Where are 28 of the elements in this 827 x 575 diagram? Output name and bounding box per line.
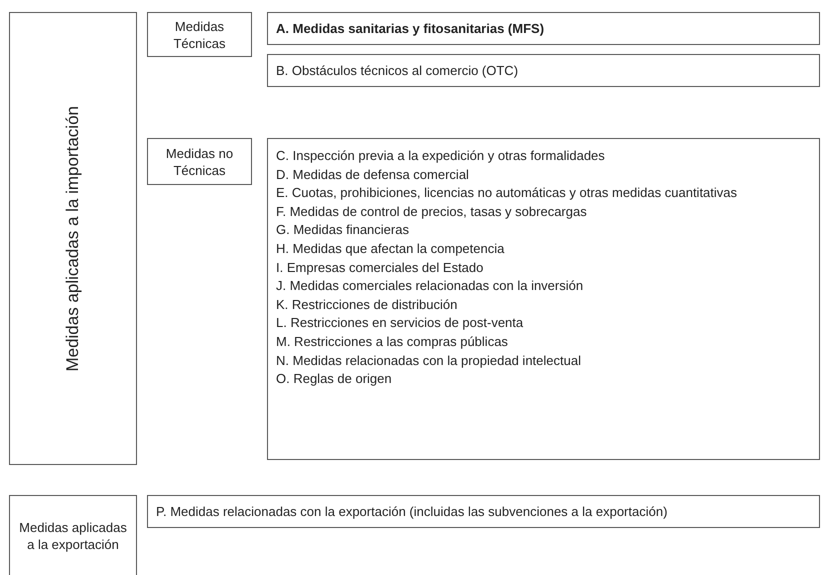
category-label: Medidas aplicadas a la importación	[63, 106, 83, 372]
measure-box	[147, 495, 820, 528]
group-label: Medidas Técnicas	[172, 18, 227, 52]
group-box	[147, 138, 252, 185]
list-item: O. Reglas de origen	[276, 370, 393, 388]
list-item: E. Cuotas, prohibiciones, licencias no automáticas y otras medidas cuantitativas	[276, 184, 738, 202]
measure-label: B. Obstáculos técnicos al comercio (OTC)	[276, 62, 518, 79]
list-item: I. Empresas comerciales del Estado	[276, 258, 484, 277]
measure-box	[267, 12, 820, 45]
list-item: K. Restricciones de distribución	[276, 296, 458, 314]
list-item: D. Medidas de defensa comercial	[276, 166, 470, 184]
list-item: M. Restricciones a las compras públicas	[276, 332, 509, 351]
list-item: H. Medidas que afectan la competencia	[276, 240, 506, 258]
list-item: F. Medidas de control de precios, tasas y sobrecargas	[276, 202, 588, 221]
category-label: Medidas aplicadas a la exportación	[18, 519, 128, 553]
measure-list-box	[267, 138, 820, 460]
list-item: C. Inspección previa a la expedición y otras formalidades	[276, 147, 606, 165]
measure-label: P. Medidas relacionadas con la exportación (incluidas las subvenciones a la exportación)	[156, 503, 668, 520]
list-item: G. Medidas financieras	[276, 221, 410, 240]
measure-label: A. Medidas sanitarias y fitosanitarias (MFS)	[276, 20, 544, 37]
measure-box	[267, 54, 820, 87]
list-item: N. Medidas relacionadas con la propiedad intelectual	[276, 352, 582, 370]
list-item: J. Medidas comerciales relacionadas con la inversión	[276, 277, 584, 296]
list-item: L. Restricciones en servicios de post-venta	[276, 314, 524, 332]
group-label: Medidas no Técnicas	[164, 144, 234, 178]
category-box	[9, 495, 137, 575]
group-box	[147, 12, 252, 57]
category-box	[9, 12, 137, 465]
